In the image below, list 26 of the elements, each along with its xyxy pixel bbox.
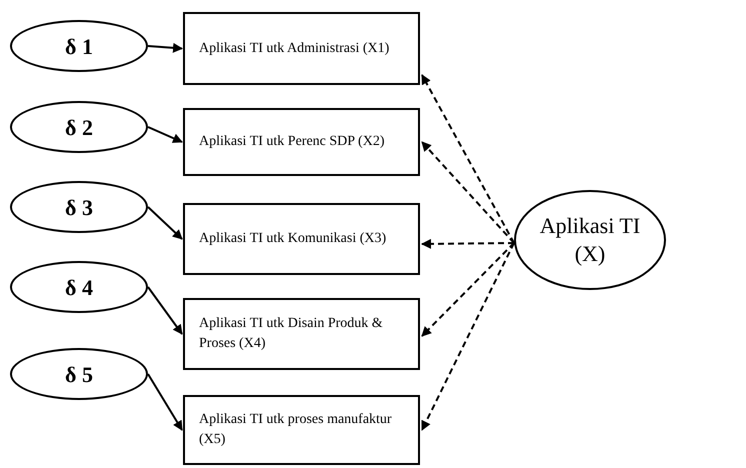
- ellipse-label: Aplikasi TI (X): [538, 212, 642, 268]
- arrow: [421, 74, 515, 244]
- arrow: [421, 141, 515, 244]
- ellipse-label: δ 2: [65, 114, 93, 142]
- box-label: Aplikasi TI utk Administrasi (X1): [199, 40, 390, 58]
- arrow: [148, 126, 183, 143]
- arrow: [147, 373, 183, 431]
- box-label: Aplikasi TI utk Disain Produk & Proses (X4): [199, 315, 384, 353]
- arrow: [421, 242, 515, 337]
- arrow: [421, 238, 514, 249]
- box-label: Aplikasi TI utk Komunikasi (X3): [199, 230, 388, 248]
- box-label: Aplikasi TI utk Perenc SDP (X2): [199, 133, 386, 151]
- arrow: [421, 242, 515, 431]
- process-box: [183, 108, 420, 176]
- ellipse-label: δ 1: [65, 32, 93, 60]
- arrow: [147, 286, 183, 335]
- box-label: Aplikasi TI utk proses manufaktur (X5): [199, 411, 393, 449]
- process-box: [183, 12, 420, 85]
- arrow: [147, 206, 183, 240]
- arrow: [148, 42, 183, 53]
- ellipse-label: δ 5: [65, 360, 93, 388]
- ellipse-label: δ 3: [65, 194, 93, 222]
- process-box: [183, 395, 420, 465]
- process-box: [183, 203, 420, 275]
- process-box: [183, 298, 420, 370]
- ellipse-label: δ 4: [65, 274, 93, 302]
